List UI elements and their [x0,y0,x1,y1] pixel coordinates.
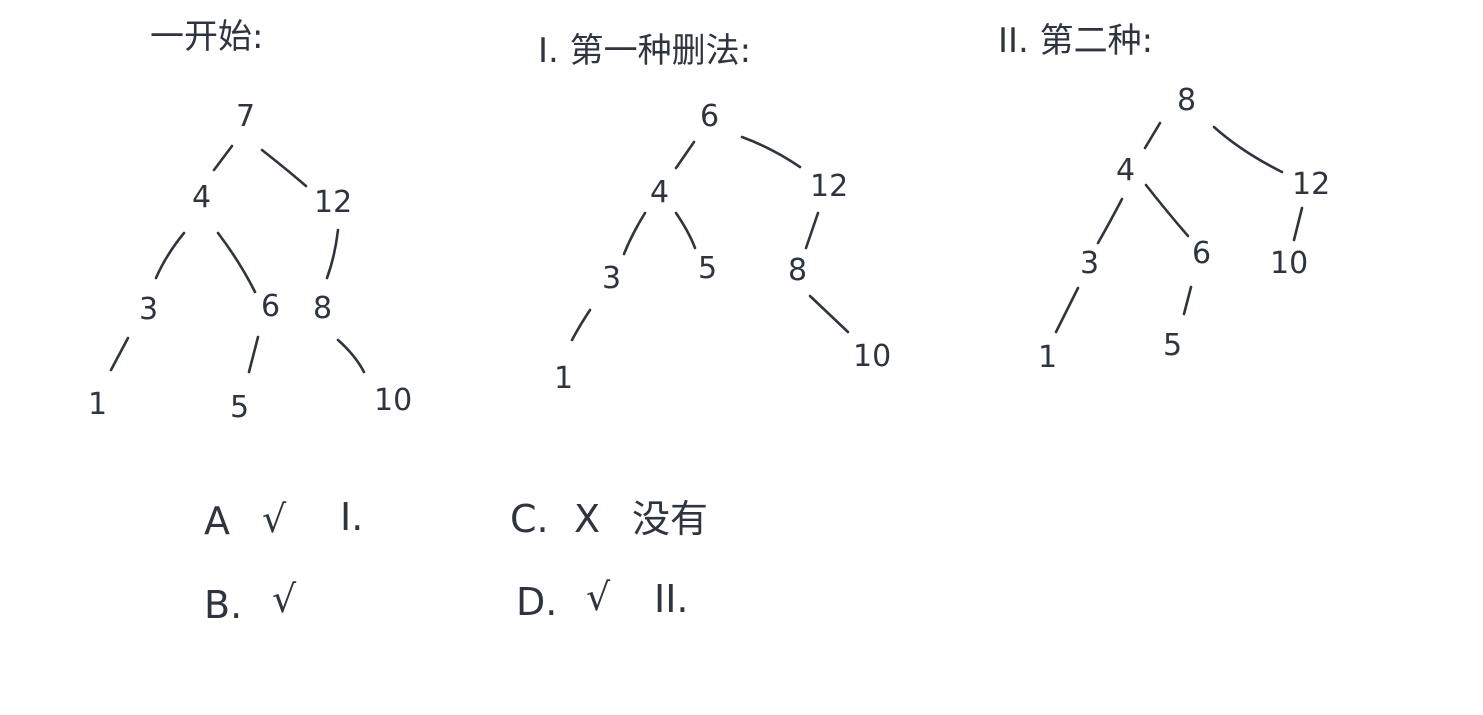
answer-c-mark: X [574,497,600,541]
node-12: 12 [810,169,848,204]
answer-b-mark: √ [272,577,297,621]
answer-a-note: I. [340,495,363,539]
node-5: 5 [698,251,717,286]
tree-first-method: 6 4 12 3 5 8 1 10 [554,99,891,396]
edge-8-10 [336,338,366,374]
tree-start: 7 4 12 3 6 8 1 5 10 [88,99,412,425]
node-12: 12 [1292,167,1330,202]
node-1: 1 [88,387,107,422]
edge-4-3 [622,211,647,256]
title-start: 一开始: [150,17,263,57]
answers: A √ I. B. √ C. X 没有 D. √ II. [204,495,708,627]
edge-6-5 [1182,285,1193,316]
edge-6-4 [674,140,696,170]
node-8: 8 [1177,83,1196,118]
edge-4-6 [216,231,257,294]
edge-4-3 [154,231,186,280]
answer-d-letter: D. [516,580,557,624]
answer-a-mark: √ [262,497,287,541]
edge-8-10 [808,294,850,334]
node-7: 7 [236,99,255,134]
node-10: 10 [853,339,891,374]
edge-3-1 [570,308,592,342]
edge-8-12 [1212,125,1284,174]
node-3: 3 [602,261,621,296]
answer-c-letter: C. [510,497,549,541]
answer-d-note: II. [654,577,689,621]
edge-4-6 [1144,183,1190,238]
node-5: 5 [230,390,249,425]
edge-3-1 [1054,286,1080,334]
node-3: 3 [139,292,158,327]
node-1: 1 [554,361,573,396]
edge-8-4 [1143,121,1162,150]
title-second-method: II. 第二种: [998,21,1153,61]
edge-12-8 [325,228,340,280]
edge-4-3 [1096,197,1124,245]
title-first-method: I. 第一种删法: [538,31,751,71]
node-6: 6 [261,289,280,324]
edge-7-4 [212,144,234,172]
edge-3-1 [109,336,130,372]
node-10: 10 [1270,246,1308,281]
edge-12-8 [804,211,820,250]
node-4: 4 [192,180,211,215]
edge-7-12 [260,148,308,188]
answer-c-note: 没有 [632,497,708,541]
edge-4-5 [674,211,697,250]
node-8: 8 [313,291,332,326]
node-3: 3 [1080,246,1099,281]
node-4: 4 [650,175,669,210]
node-8: 8 [788,253,807,288]
node-6: 6 [1192,236,1211,271]
edge-12-10 [1292,206,1304,242]
tree-second-method: 8 4 12 3 6 10 1 5 [1038,83,1330,375]
edge-6-5 [247,335,260,374]
node-1: 1 [1038,340,1057,375]
node-6: 6 [700,99,719,134]
answer-b-letter: B. [204,583,242,627]
node-12: 12 [314,185,352,220]
answer-a-letter: A [204,499,230,543]
node-4: 4 [1116,153,1135,188]
node-10: 10 [374,383,412,418]
edge-6-12 [740,135,802,169]
node-5: 5 [1163,328,1182,363]
answer-d-mark: √ [586,575,611,619]
